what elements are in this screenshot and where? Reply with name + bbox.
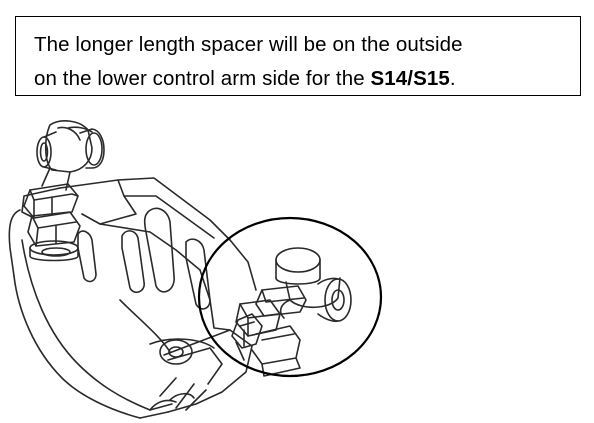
lower-rod-end [231,247,352,377]
model-designation: S14/S15 [370,67,450,90]
upper-hardware-stack [23,183,81,262]
control-arm-drawing [8,120,383,419]
instruction-line-1: The longer length spacer will be on the … [34,33,463,56]
upper-rod-end [36,120,105,191]
control-arm-body [8,177,257,419]
instruction-line-2: on the lower control arm side for the S1… [34,62,580,96]
highlight-circle [197,216,383,378]
instruction-line-2-text: on the lower control arm side for the [34,67,371,90]
instruction-callout: The longer length spacer will be on the … [15,16,581,96]
instruction-line-2-end: . [449,67,456,90]
